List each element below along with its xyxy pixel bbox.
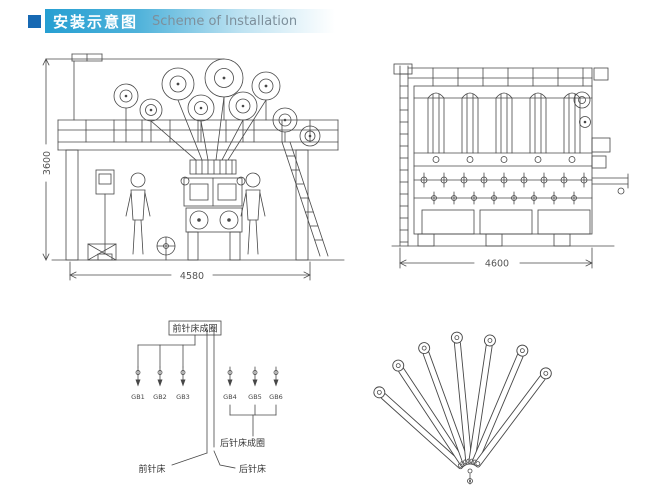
machine-front-view-drawing: 3600 4580 bbox=[42, 53, 345, 282]
dimension-width-front: 4580 bbox=[69, 261, 311, 282]
dimension-height-label: 3600 bbox=[42, 151, 53, 175]
guide-bar-label: GB6 bbox=[269, 393, 283, 401]
fan-convergence bbox=[467, 468, 473, 485]
dimension-width-front-label: 4580 bbox=[180, 271, 204, 282]
page-title-zh: 安装示意图 bbox=[53, 12, 139, 31]
side-railing bbox=[407, 67, 593, 87]
operator-figure-right bbox=[240, 172, 266, 255]
yarn-beams bbox=[113, 58, 321, 147]
guide-bar-label: GB5 bbox=[248, 393, 262, 401]
handwheel bbox=[156, 236, 176, 261]
side-beam-columns bbox=[427, 92, 581, 163]
front-loop-bracket: 前针床成圈 bbox=[137, 320, 222, 368]
side-body bbox=[413, 85, 593, 235]
upper-rail bbox=[71, 53, 103, 121]
back-loop-bracket: 后针床成圈 bbox=[220, 404, 277, 449]
machine-side-view-drawing: 4600 bbox=[391, 63, 629, 270]
threading-diagram: 前针床成圈 GB1 GB2 GB3 GB4 GB5 GB6 bbox=[131, 320, 283, 475]
side-shafts bbox=[413, 172, 593, 205]
dimension-width-side-label: 4600 bbox=[485, 259, 509, 270]
back-loop-label: 后针床成圈 bbox=[220, 437, 265, 449]
guide-bar-symbols: GB1 GB2 GB3 GB4 GB5 GB6 bbox=[131, 366, 283, 401]
guide-bar-label: GB4 bbox=[223, 393, 237, 401]
header-banner: 安装示意图 Scheme of Installation bbox=[45, 9, 335, 33]
header-bullet-square bbox=[28, 14, 41, 28]
operator-figure-left bbox=[125, 172, 151, 255]
front-bed-label: 前针床 bbox=[138, 463, 165, 475]
back-bed-label: 后针床 bbox=[239, 463, 266, 475]
dimension-width-side: 4600 bbox=[399, 247, 593, 270]
guide-bar-label: GB1 bbox=[131, 393, 145, 401]
side-right-fittings bbox=[573, 67, 629, 195]
page-header: 安装示意图 Scheme of Installation bbox=[28, 9, 335, 33]
needle-beds bbox=[206, 328, 215, 454]
dimension-height: 3600 bbox=[42, 58, 225, 261]
yarn-paths bbox=[150, 96, 267, 161]
pallet-box bbox=[87, 243, 117, 261]
page-title-en: Scheme of Installation bbox=[152, 13, 298, 29]
front-loop-label: 前针床成圈 bbox=[172, 323, 217, 335]
guide-bar-fan bbox=[373, 331, 552, 485]
ladder bbox=[281, 141, 329, 257]
guide-bar-fan-drawing bbox=[373, 331, 552, 485]
knitting-mechanism bbox=[180, 159, 246, 261]
side-bottom-panels bbox=[391, 209, 615, 247]
side-ladder-frame bbox=[393, 63, 413, 247]
guide-bar-label: GB3 bbox=[176, 393, 190, 401]
guide-bar-label: GB2 bbox=[153, 393, 167, 401]
bed-labels: 前针床 后针床 bbox=[138, 450, 266, 475]
